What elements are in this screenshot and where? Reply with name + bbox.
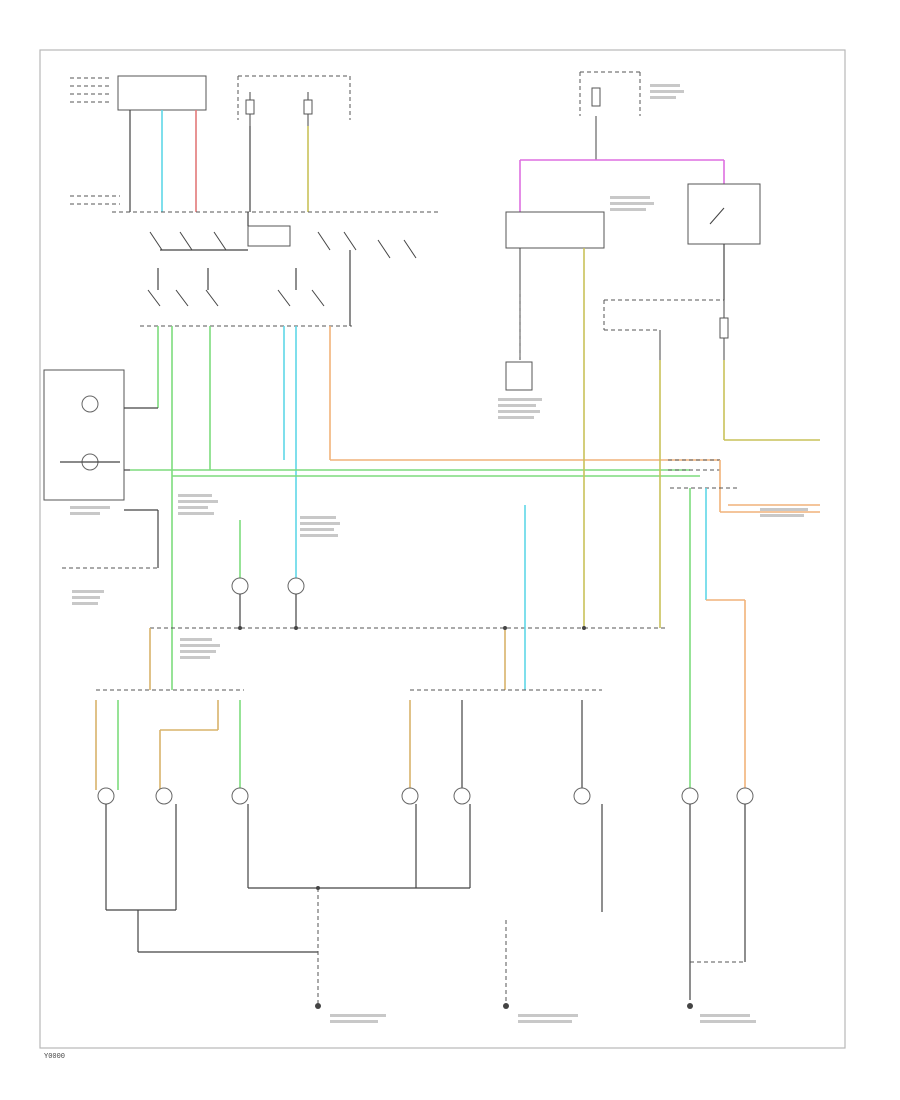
multifunction-switch [112,211,438,327]
hazard-flasher-relay [505,71,725,391]
lighting-control-module [70,75,207,111]
module-output-wires [70,110,197,212]
rear-lamps-left [95,689,470,953]
right-connectors [668,459,820,790]
diagram-code: Y0000 [44,1053,65,1061]
stop-lamp-switch [603,183,820,441]
diagram-frame [39,49,846,1049]
rear-lamps-right [401,689,754,1000]
switch-output-wires [130,326,720,690]
indicator-lamps-front [231,512,305,628]
instrument-cluster [43,369,159,569]
ground-points [315,886,693,1009]
fuse-panel [237,75,351,212]
splice-bus [149,262,668,690]
faint-labels [70,84,808,1023]
